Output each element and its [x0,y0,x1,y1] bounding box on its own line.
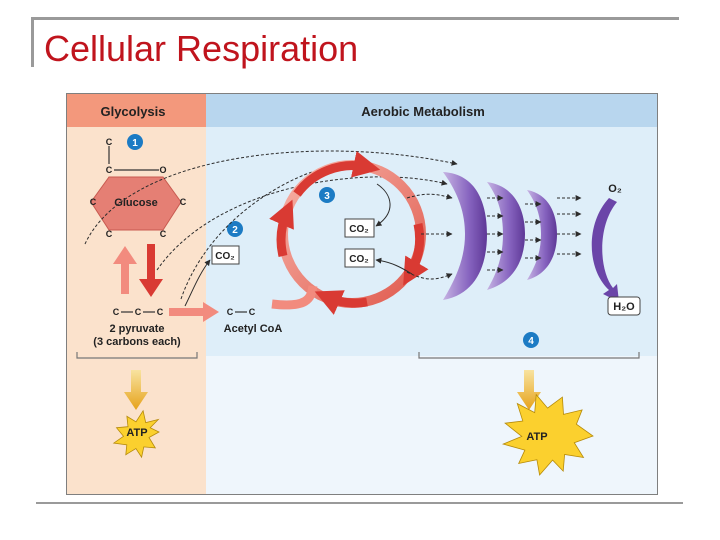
pyruvate-label: 2 pyruvate [109,323,164,335]
o2-label: O₂ [608,183,622,195]
glucose-carbon-3: C [180,197,187,207]
pyruvate-carbon-3: C [157,307,164,317]
step-number-3: 3 [324,191,330,202]
slide-title: Cellular Respiration [44,28,359,69]
cycle-arrow-right [403,223,429,286]
acetyl-carbon-1: C [227,307,234,317]
pyruvate-carbon-1: C [113,307,120,317]
co2-box-pyruvate [211,245,240,265]
co2-label-cycle-2: CO₂ [349,254,368,265]
aerobic-atp-arrow [517,370,541,410]
atp-label-large: ATP [526,431,547,443]
aerobic-lower-panel [206,356,657,494]
acetyl-coa-label: Acetyl CoA [224,323,283,335]
glucose-label: Glucose [114,197,157,209]
glucose-carbon-2: C [90,197,97,207]
acetyl-entry-arrow [271,285,318,310]
step-badge-1 [127,134,143,150]
cellular-respiration-diagram: Glycolysis Aerobic Metabolism C C O Gluc… [66,93,658,495]
co2-label-cycle-1: CO₂ [349,224,368,235]
step-number-2: 2 [232,225,238,236]
electron-path-6 [406,271,453,280]
aerobic-header-label: Aerobic Metabolism [361,104,485,119]
glucose-top-carbon: C [106,137,113,147]
membrane-band-1 [443,172,487,300]
atp-burst-small [112,409,160,459]
acetyl-carbon-2: C [249,307,256,317]
co2-release-arrow [184,259,211,307]
aerobic-bracket [418,352,640,359]
aerobic-header [206,94,657,127]
electron-path-3 [180,171,313,300]
glucose-to-pyruvate-arrow [139,244,163,297]
glucose-hexagon [90,176,182,231]
glucose-carbon-5: C [160,229,167,239]
cycle-arrow-left [269,199,294,258]
atp-label-small: ATP [126,427,147,439]
glucose-carbon-1: C [106,165,113,175]
membrane-band-2 [487,182,525,290]
step-number-1: 1 [132,138,138,149]
glucose-oxygen: O [159,165,166,175]
co2-box-cycle-1 [344,218,375,238]
cycle-arrow-bottom [314,290,368,315]
membrane-band-3 [527,190,557,280]
step-number-4: 4 [528,336,534,347]
step-badge-2 [227,221,243,237]
h2o-box [607,296,641,316]
co2-release-arrow-2 [375,257,413,275]
electron-path-4 [406,193,453,200]
pyruvate-to-acetyl-arrow [169,302,219,322]
pyruvate-sublabel: (3 carbons each) [93,336,181,348]
pyruvate-to-glucose-arrow [113,246,137,294]
electron-path-2 [156,176,448,271]
title-rule-top [31,17,679,20]
electron-path-1 [84,150,458,245]
glycolysis-bracket [76,352,198,359]
bottom-rule [36,502,683,504]
step-badge-3 [319,187,335,203]
h2o-label: H₂O [613,301,635,313]
oxygen-reduction-arrow [591,198,619,302]
glucose-carbon-4: C [106,229,113,239]
glycolysis-atp-arrow [124,370,148,410]
pyruvate-carbon-2: C [135,307,142,317]
title-rule-left [31,17,34,67]
co2-box-cycle-2 [344,248,375,268]
glycolysis-header [67,94,206,127]
step-badge-4 [523,332,539,348]
co2-release-arrow-1 [375,183,391,227]
membrane-electron-arrows [487,195,582,273]
glycolysis-header-label: Glycolysis [100,104,165,119]
co2-label-pyruvate: CO₂ [215,251,234,262]
atp-burst-large [501,393,594,476]
cycle-arrow-top [293,151,381,197]
